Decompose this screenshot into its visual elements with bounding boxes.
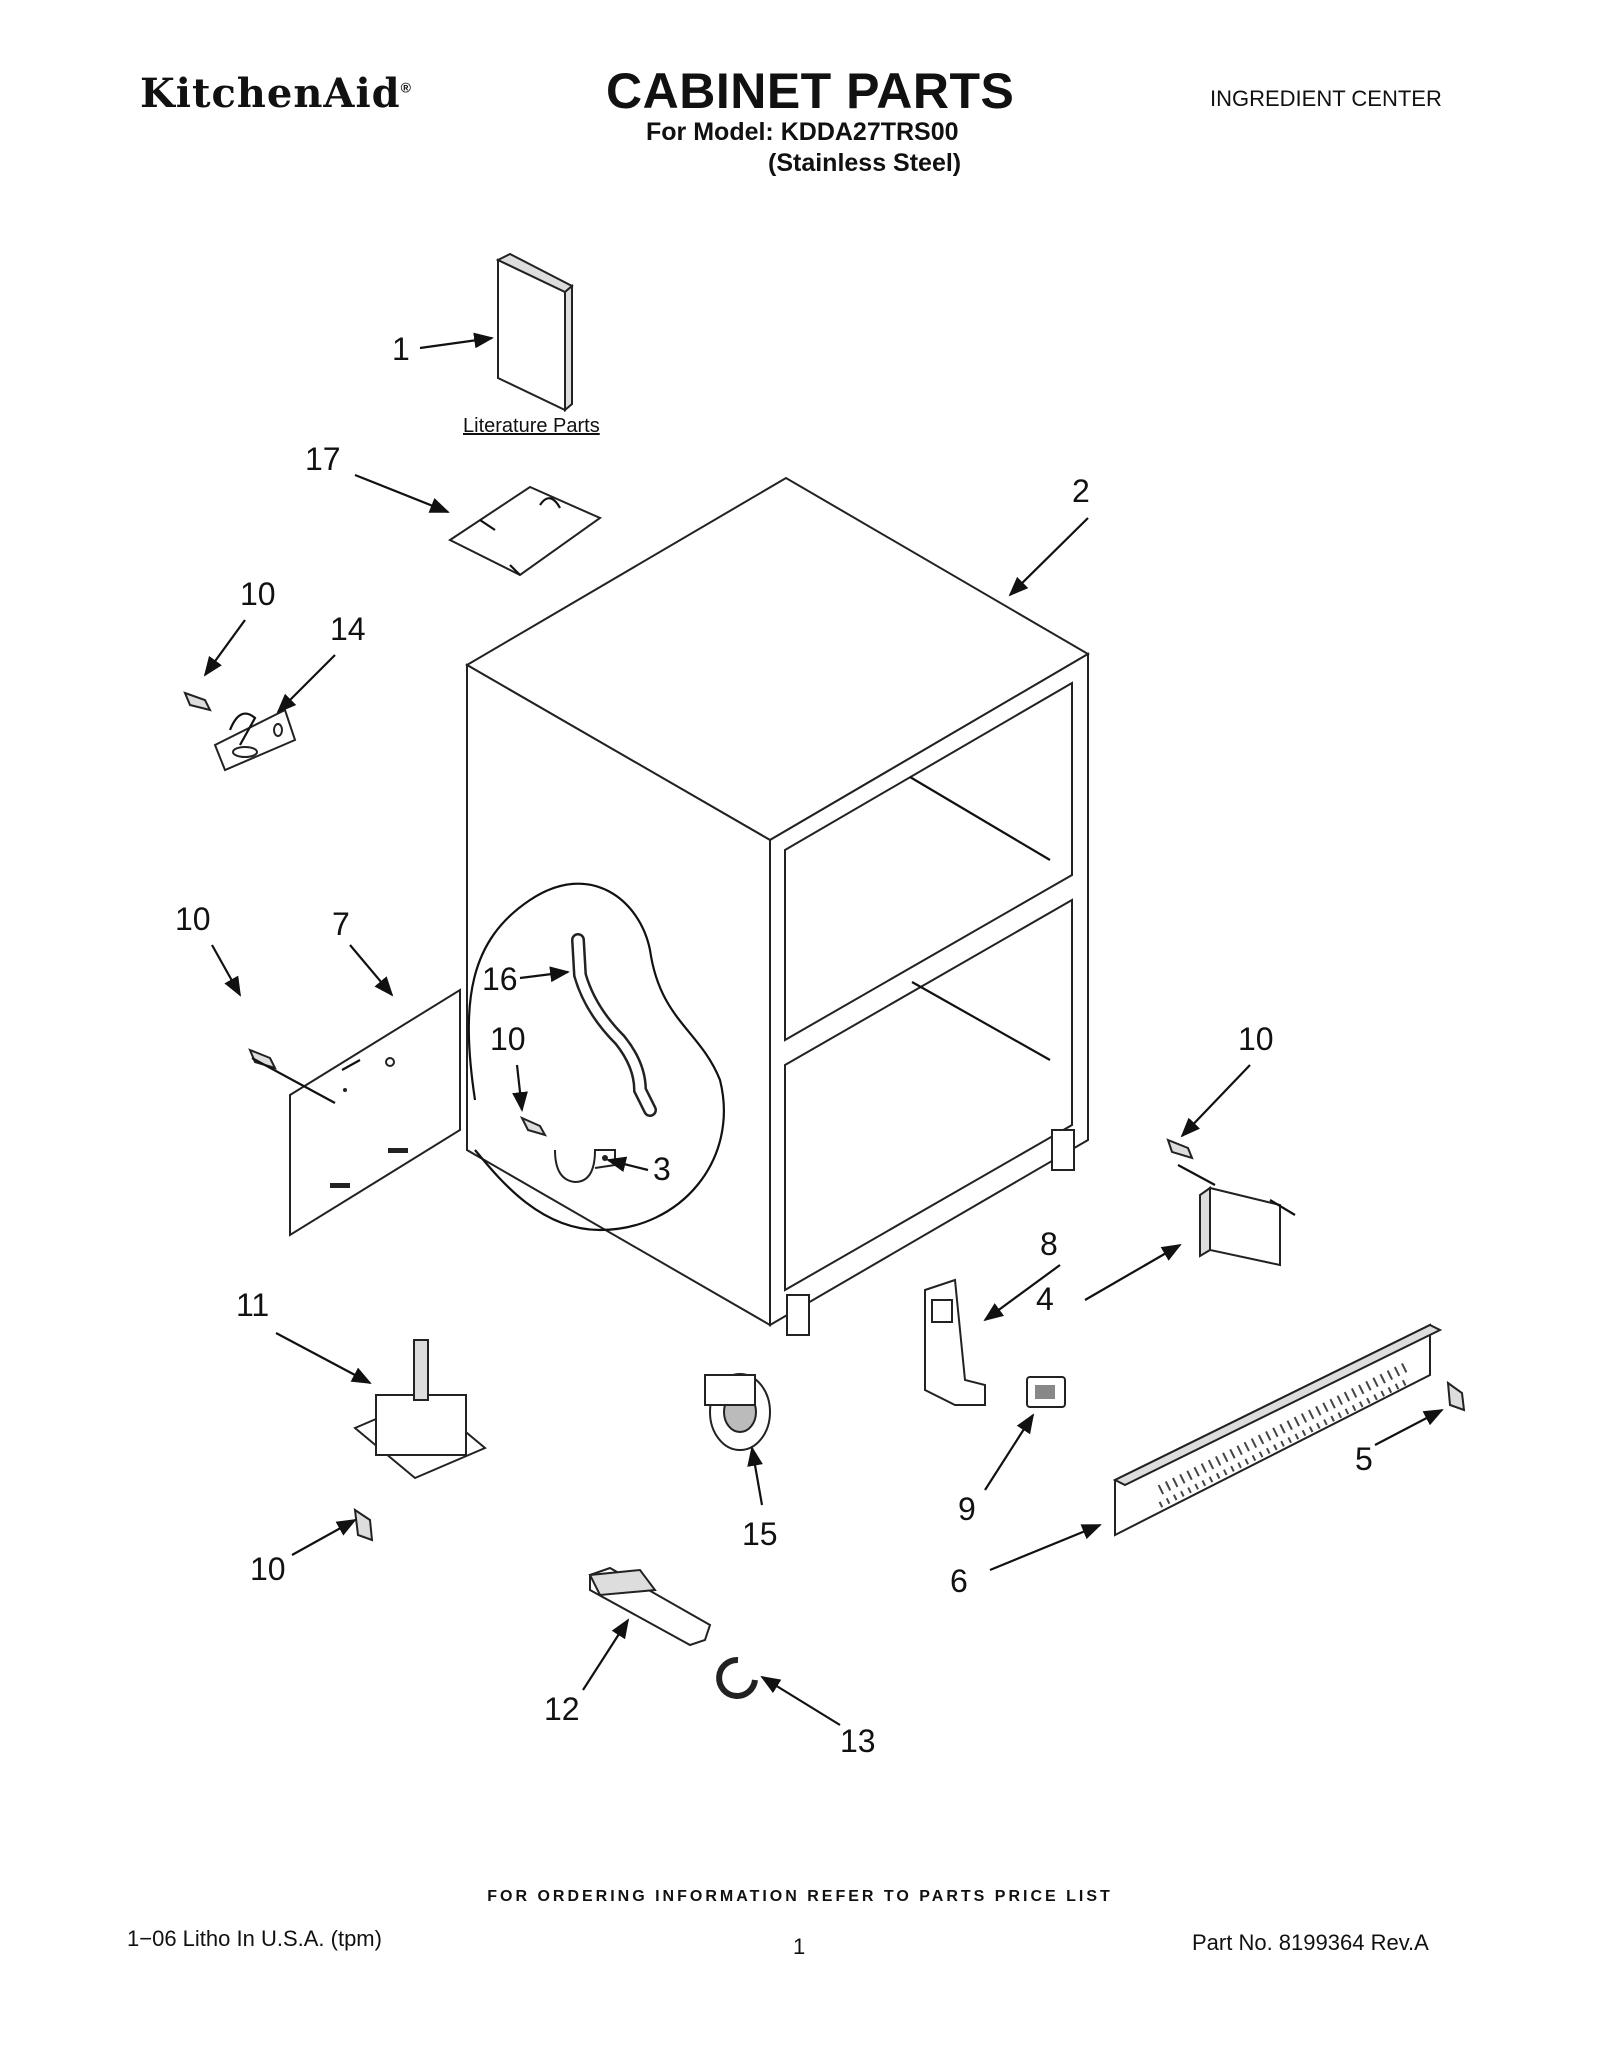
- ordering-note: FOR ORDERING INFORMATION REFER TO PARTS …: [487, 1888, 1113, 1905]
- page-title: CABINET PARTS: [606, 63, 1015, 119]
- model-line: For Model: KDDA27TRS00: [646, 118, 959, 146]
- callout-labels: 1 2 3 4 5 6 7 8 9 10 10 10 10 10 11 12 1…: [175, 331, 1373, 1759]
- callout-10-d: 10: [1238, 1021, 1274, 1057]
- callout-1: 1: [392, 331, 410, 367]
- latch-bracket-part: [924, 1278, 986, 1406]
- e-ring-part: [716, 1656, 758, 1699]
- callout-13: 13: [840, 1723, 876, 1759]
- callout-2: 2: [1072, 473, 1090, 509]
- registered-mark: ®: [400, 79, 412, 96]
- switch-part: [1026, 1376, 1066, 1408]
- literature-parts-label: Literature Parts: [463, 415, 600, 437]
- callout-7: 7: [332, 906, 350, 942]
- callout-10-c: 10: [490, 1021, 526, 1057]
- cabinet-frame-part: [465, 476, 1090, 1336]
- callout-14: 14: [330, 611, 366, 647]
- finish-line: (Stainless Steel): [768, 149, 962, 177]
- part-number: Part No. 8199364 Rev.A: [1192, 1930, 1429, 1955]
- page-number: 1: [793, 1934, 806, 1959]
- callout-17: 17: [305, 441, 341, 477]
- callout-10-b: 10: [175, 901, 211, 937]
- drain-hose-part: [571, 933, 657, 1117]
- callout-10-e: 10: [250, 1551, 286, 1587]
- solenoid-part: [353, 1339, 487, 1480]
- callout-5: 5: [1355, 1441, 1373, 1477]
- litho-line: 1−06 Litho In U.S.A. (tpm): [127, 1926, 382, 1951]
- callout-8: 8: [1040, 1226, 1058, 1262]
- hinge-pin-part: [588, 1566, 712, 1647]
- callout-4: 4: [1036, 1281, 1054, 1317]
- callout-16: 16: [482, 961, 518, 997]
- callout-arrows: [203, 332, 1444, 1726]
- callout-15: 15: [742, 1516, 778, 1552]
- callout-9: 9: [958, 1491, 976, 1527]
- callout-11: 11: [236, 1287, 269, 1323]
- section-label: INGREDIENT CENTER: [1210, 86, 1442, 111]
- callout-10-a: 10: [240, 576, 276, 612]
- screw-part: [183, 691, 1466, 1542]
- callout-6: 6: [950, 1563, 968, 1599]
- toe-kick-grille-part: [1112, 1323, 1443, 1537]
- callout-3: 3: [653, 1151, 671, 1187]
- literature-booklet-part: [495, 252, 574, 413]
- access-panel-part: [251, 988, 461, 1237]
- hardware-bag-part: [448, 485, 603, 577]
- brand-name: KitchenAid: [140, 70, 401, 117]
- callout-12: 12: [544, 1691, 580, 1727]
- side-bracket-part: [1177, 1164, 1296, 1267]
- strap-bracket-part: [213, 708, 297, 772]
- brand-logo: KitchenAid®: [140, 70, 412, 117]
- pump-motor-part: [704, 1373, 771, 1451]
